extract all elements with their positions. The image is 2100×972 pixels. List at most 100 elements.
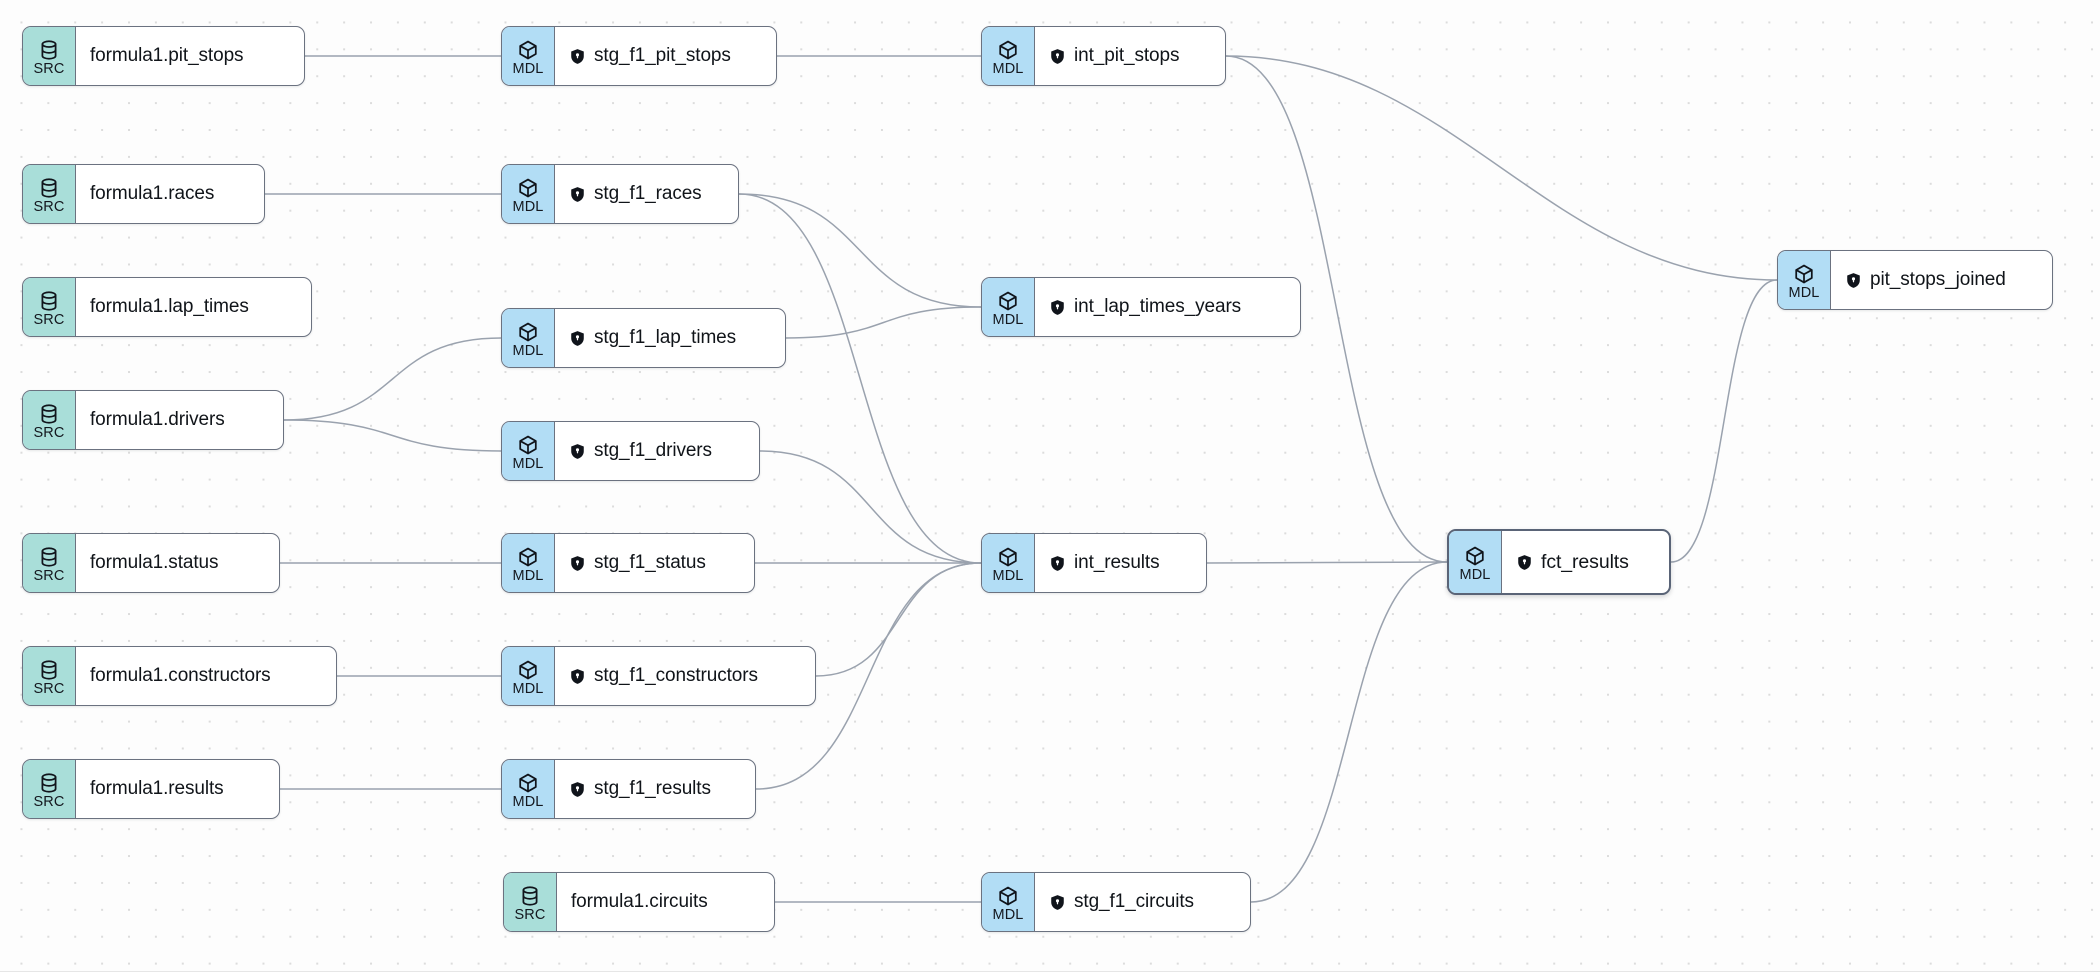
graph-node-pit_stops_joined[interactable]: MDL pit_stops_joined [1777, 250, 2053, 310]
node-body: int_lap_times_years [1035, 278, 1300, 336]
graph-node-src_circuits[interactable]: SRC formula1.circuits [503, 872, 775, 932]
node-label: pit_stops_joined [1870, 269, 2006, 290]
edge-stg_lap_times-to-int_lap_times_years [785, 306, 982, 339]
shield-lock-icon [570, 330, 585, 347]
shield-lock-icon [1050, 299, 1065, 316]
edge-int_pit_stops-to-pit_stops_joined [1225, 55, 1778, 281]
graph-node-src_results[interactable]: SRC formula1.results [22, 759, 280, 819]
graph-node-stg_circuits[interactable]: MDL stg_f1_circuits [981, 872, 1251, 932]
database-icon [38, 177, 60, 199]
node-body: stg_f1_status [555, 534, 754, 592]
node-body: stg_f1_pit_stops [555, 27, 776, 85]
cube-icon [517, 772, 539, 794]
badge-abbr-label: SRC [33, 680, 65, 697]
model-badge: MDL [982, 534, 1035, 592]
badge-abbr-label: SRC [33, 311, 65, 328]
node-body: formula1.races [76, 165, 264, 223]
graph-node-src_races[interactable]: SRC formula1.races [22, 164, 265, 224]
edge-stg_races-to-int_results [738, 193, 982, 564]
cube-icon [517, 321, 539, 343]
cube-icon [997, 885, 1019, 907]
edge-fct_results-to-pit_stops_joined [1670, 279, 1778, 563]
node-label: formula1.results [90, 778, 224, 799]
model-badge: MDL [502, 309, 555, 367]
badge-abbr-label: MDL [512, 567, 544, 584]
model-badge: MDL [502, 165, 555, 223]
cube-icon [997, 546, 1019, 568]
node-body: formula1.pit_stops [76, 27, 304, 85]
badge-abbr-label: MDL [992, 906, 1024, 923]
node-label: stg_f1_lap_times [594, 327, 737, 348]
database-icon [519, 885, 541, 907]
graph-node-stg_drivers[interactable]: MDL stg_f1_drivers [501, 421, 760, 481]
graph-node-src_lap_times[interactable]: SRC formula1.lap_times [22, 277, 312, 337]
cube-icon [517, 546, 539, 568]
node-body: formula1.constructors [76, 647, 336, 705]
cube-icon [517, 659, 539, 681]
badge-abbr-label: MDL [1788, 284, 1820, 301]
graph-node-stg_pit_stops[interactable]: MDL stg_f1_pit_stops [501, 26, 777, 86]
source-badge: SRC [23, 760, 76, 818]
node-body: stg_f1_circuits [1035, 873, 1250, 931]
shield-lock-icon [1517, 554, 1532, 571]
node-label: formula1.races [90, 183, 215, 204]
node-label: stg_f1_drivers [594, 440, 712, 461]
node-body: stg_f1_races [555, 165, 738, 223]
badge-abbr-label: MDL [512, 60, 544, 77]
edge-stg_drivers-to-int_results [759, 450, 982, 564]
badge-abbr-label: MDL [1459, 566, 1491, 583]
badge-abbr-label: MDL [512, 342, 544, 359]
node-label: formula1.constructors [90, 665, 271, 686]
node-label: stg_f1_results [594, 778, 711, 799]
database-icon [38, 772, 60, 794]
node-label: int_results [1074, 552, 1160, 573]
source-badge: SRC [23, 391, 76, 449]
node-label: stg_f1_status [594, 552, 706, 573]
node-body: formula1.circuits [557, 873, 774, 931]
shield-lock-icon [570, 48, 585, 65]
shield-lock-icon [1050, 555, 1065, 572]
model-badge: MDL [1449, 531, 1502, 593]
source-badge: SRC [23, 647, 76, 705]
shield-lock-icon [1050, 894, 1065, 911]
node-label: int_pit_stops [1074, 45, 1180, 66]
source-badge: SRC [23, 534, 76, 592]
badge-abbr-label: MDL [512, 455, 544, 472]
node-body: stg_f1_results [555, 760, 755, 818]
source-badge: SRC [23, 165, 76, 223]
node-body: stg_f1_lap_times [555, 309, 785, 367]
model-badge: MDL [502, 534, 555, 592]
database-icon [38, 546, 60, 568]
edge-stg_circuits-to-fct_results [1250, 561, 1448, 903]
model-badge: MDL [1778, 251, 1831, 309]
badge-abbr-label: SRC [33, 424, 65, 441]
graph-node-stg_lap_times[interactable]: MDL stg_f1_lap_times [501, 308, 786, 368]
model-badge: MDL [502, 422, 555, 480]
model-badge: MDL [502, 647, 555, 705]
shield-lock-icon [1050, 48, 1065, 65]
node-body: stg_f1_constructors [555, 647, 815, 705]
graph-node-stg_status[interactable]: MDL stg_f1_status [501, 533, 755, 593]
graph-node-stg_races[interactable]: MDL stg_f1_races [501, 164, 739, 224]
source-badge: SRC [504, 873, 557, 931]
graph-node-src_constructors[interactable]: SRC formula1.constructors [22, 646, 337, 706]
badge-abbr-label: SRC [33, 198, 65, 215]
model-badge: MDL [502, 27, 555, 85]
node-label: formula1.lap_times [90, 296, 249, 317]
badge-abbr-label: SRC [514, 906, 546, 923]
node-label: int_lap_times_years [1074, 296, 1242, 317]
badge-abbr-label: SRC [33, 793, 65, 810]
badge-abbr-label: MDL [512, 198, 544, 215]
node-label: stg_f1_races [594, 183, 702, 204]
graph-node-int_results[interactable]: MDL int_results [981, 533, 1207, 593]
database-icon [38, 659, 60, 681]
